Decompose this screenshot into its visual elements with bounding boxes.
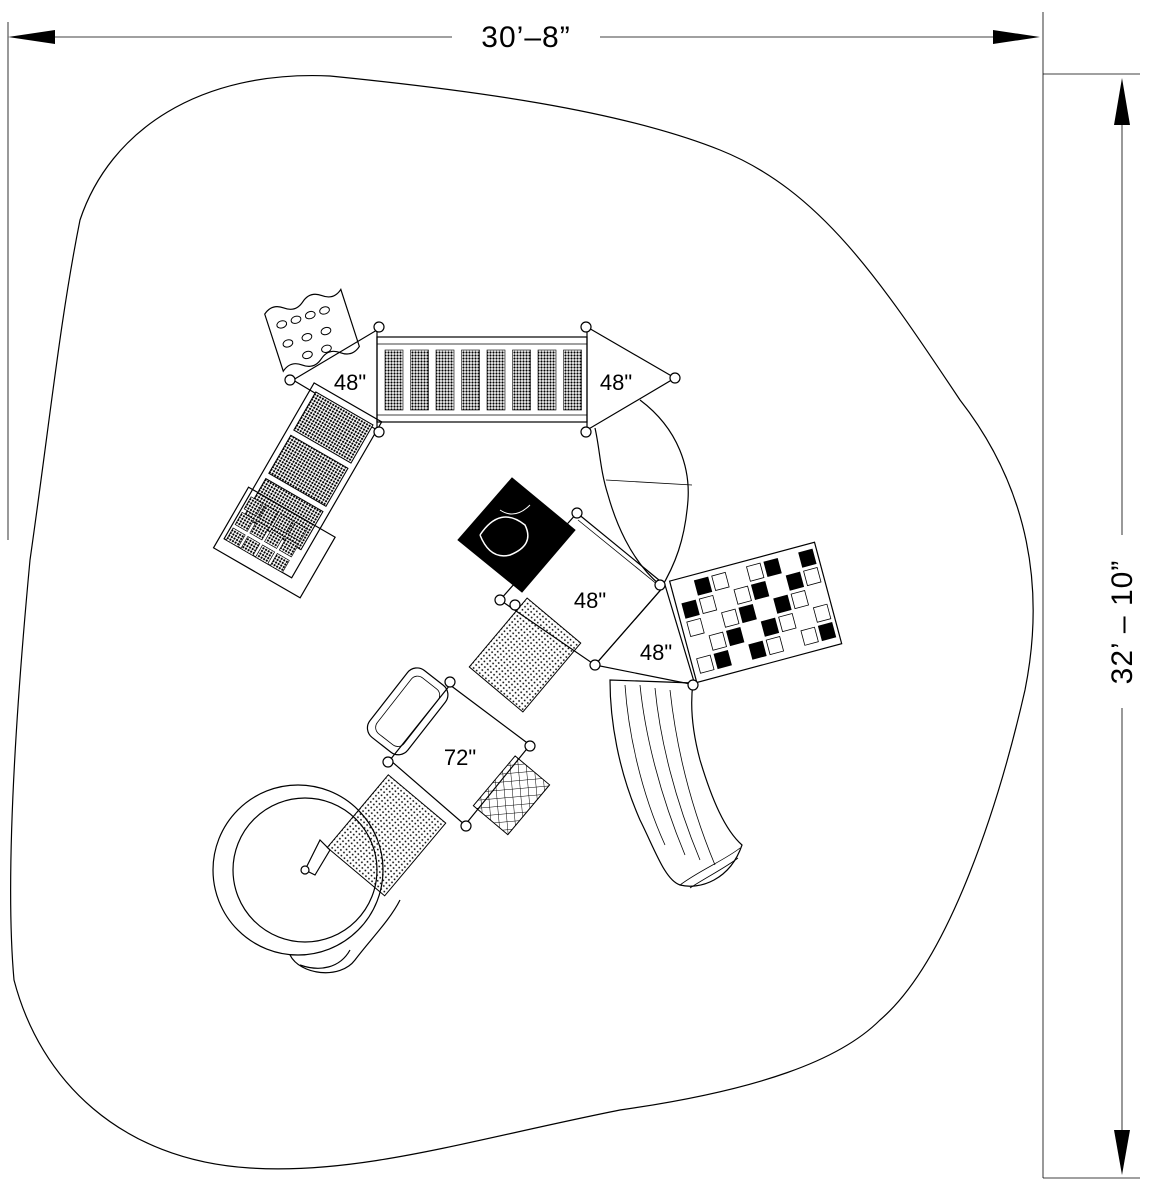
rock-climbing-wall — [264, 288, 361, 373]
down-arrow-icon — [1114, 1130, 1130, 1175]
block-climber — [668, 541, 843, 684]
climbing-panel-grid — [212, 486, 336, 599]
height-dimension-label: 32’ – 10” — [1106, 560, 1139, 685]
height-dimension-line: 32’ – 10” — [1043, 73, 1140, 1179]
deck-height-label: 72" — [444, 745, 476, 770]
support-posts — [284, 321, 699, 832]
stairway-lower — [326, 774, 447, 897]
safety-zone-boundary — [10, 74, 1034, 1170]
width-dimension-line: 30’–8” — [7, 12, 1044, 1178]
stairway-center — [468, 597, 582, 713]
deck-height-label: 48" — [640, 640, 672, 665]
handrail-loop — [366, 667, 449, 756]
deck-height-label: 48" — [334, 370, 366, 395]
curved-slide-top — [594, 399, 693, 591]
left-arrow-icon — [8, 30, 55, 44]
width-dimension-label: 30’–8” — [481, 21, 570, 54]
deck-height-label: 48" — [600, 370, 632, 395]
deck-right: 48" — [593, 583, 696, 686]
lattice-climber — [472, 755, 551, 836]
spiral-slide — [212, 784, 401, 974]
right-arrow-icon — [993, 30, 1040, 44]
deck-top-right: 48" — [586, 325, 677, 432]
themed-panel — [457, 477, 576, 593]
bridge-walkway — [376, 336, 588, 423]
wavy-slide — [609, 679, 743, 889]
deck-height-label: 48" — [574, 588, 606, 613]
up-arrow-icon — [1114, 78, 1130, 125]
